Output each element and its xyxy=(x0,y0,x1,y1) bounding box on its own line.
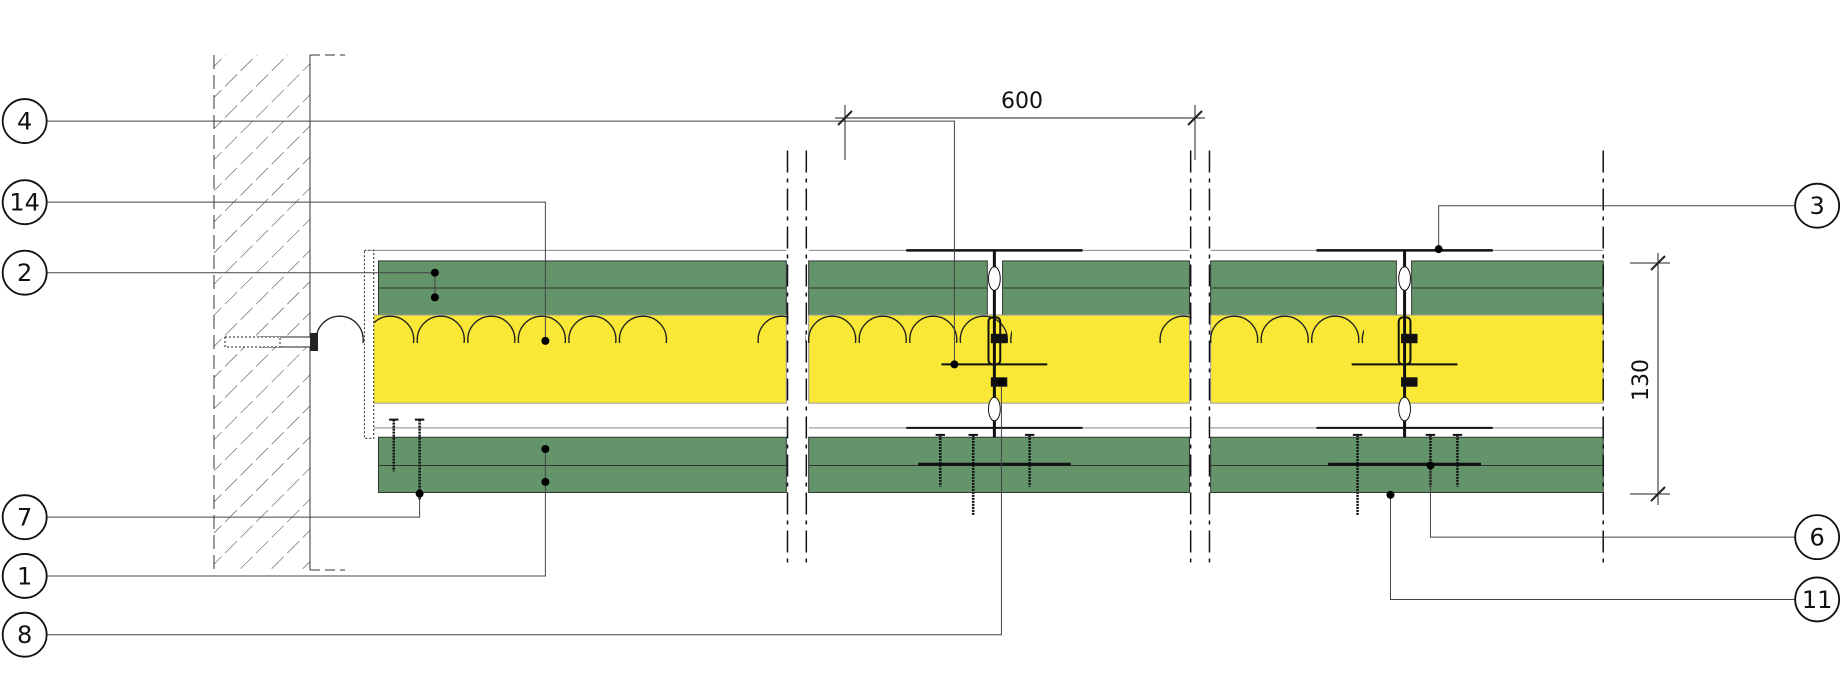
callout-14-leader xyxy=(47,201,546,341)
callout-1-leader xyxy=(47,448,546,577)
layers xyxy=(315,249,1604,493)
callout-11-leader xyxy=(1389,494,1795,600)
dimension-spacing: 600 xyxy=(835,89,1205,160)
callout-2-label: 2 xyxy=(17,259,32,287)
mineral-wool-insulation xyxy=(1210,314,1604,404)
callout-3-label: 3 xyxy=(1810,192,1825,220)
callout-6-label: 6 xyxy=(1810,524,1825,552)
callout-14-label: 14 xyxy=(9,189,40,217)
callout-1-label: 1 xyxy=(17,562,32,590)
dimension-spacing-label: 600 xyxy=(1001,89,1043,114)
dimension-thickness-label: 130 xyxy=(1629,359,1654,401)
callout-3-leader xyxy=(1438,205,1795,250)
callout-7: 7 xyxy=(1,494,48,541)
callout-4-leader xyxy=(47,120,955,365)
callout-4-label: 4 xyxy=(17,108,32,136)
leader-lines xyxy=(47,120,1795,636)
callout-7-leader xyxy=(47,493,421,518)
callout-11: 11 xyxy=(1794,576,1841,623)
callout-6: 6 xyxy=(1794,514,1841,561)
break-lines xyxy=(786,150,1604,565)
sealing-strip xyxy=(363,249,375,439)
callout-2: 2 xyxy=(1,249,48,296)
board-bottom xyxy=(377,436,787,493)
callout-11-label: 11 xyxy=(1802,586,1833,614)
callout-3: 3 xyxy=(1794,182,1841,229)
callout-14: 14 xyxy=(1,179,48,226)
callout-4: 4 xyxy=(1,98,48,144)
mineral-wool-insulation xyxy=(808,314,1190,404)
callout-8-leader xyxy=(47,381,1002,636)
callout-1: 1 xyxy=(1,553,48,599)
callout-7-label: 7 xyxy=(17,504,32,532)
callout-8-label: 8 xyxy=(17,621,32,649)
callouts: 4 14 2 7 1 8 3 6 11 xyxy=(1,98,1841,658)
dimension-thickness: 130 xyxy=(1629,253,1670,505)
mineral-wool-insulation xyxy=(366,314,787,404)
callout-6-leader xyxy=(1429,465,1795,538)
wall-anchor-icon xyxy=(224,333,318,351)
callout-8: 8 xyxy=(1,611,48,658)
masonry-wall xyxy=(213,54,345,571)
